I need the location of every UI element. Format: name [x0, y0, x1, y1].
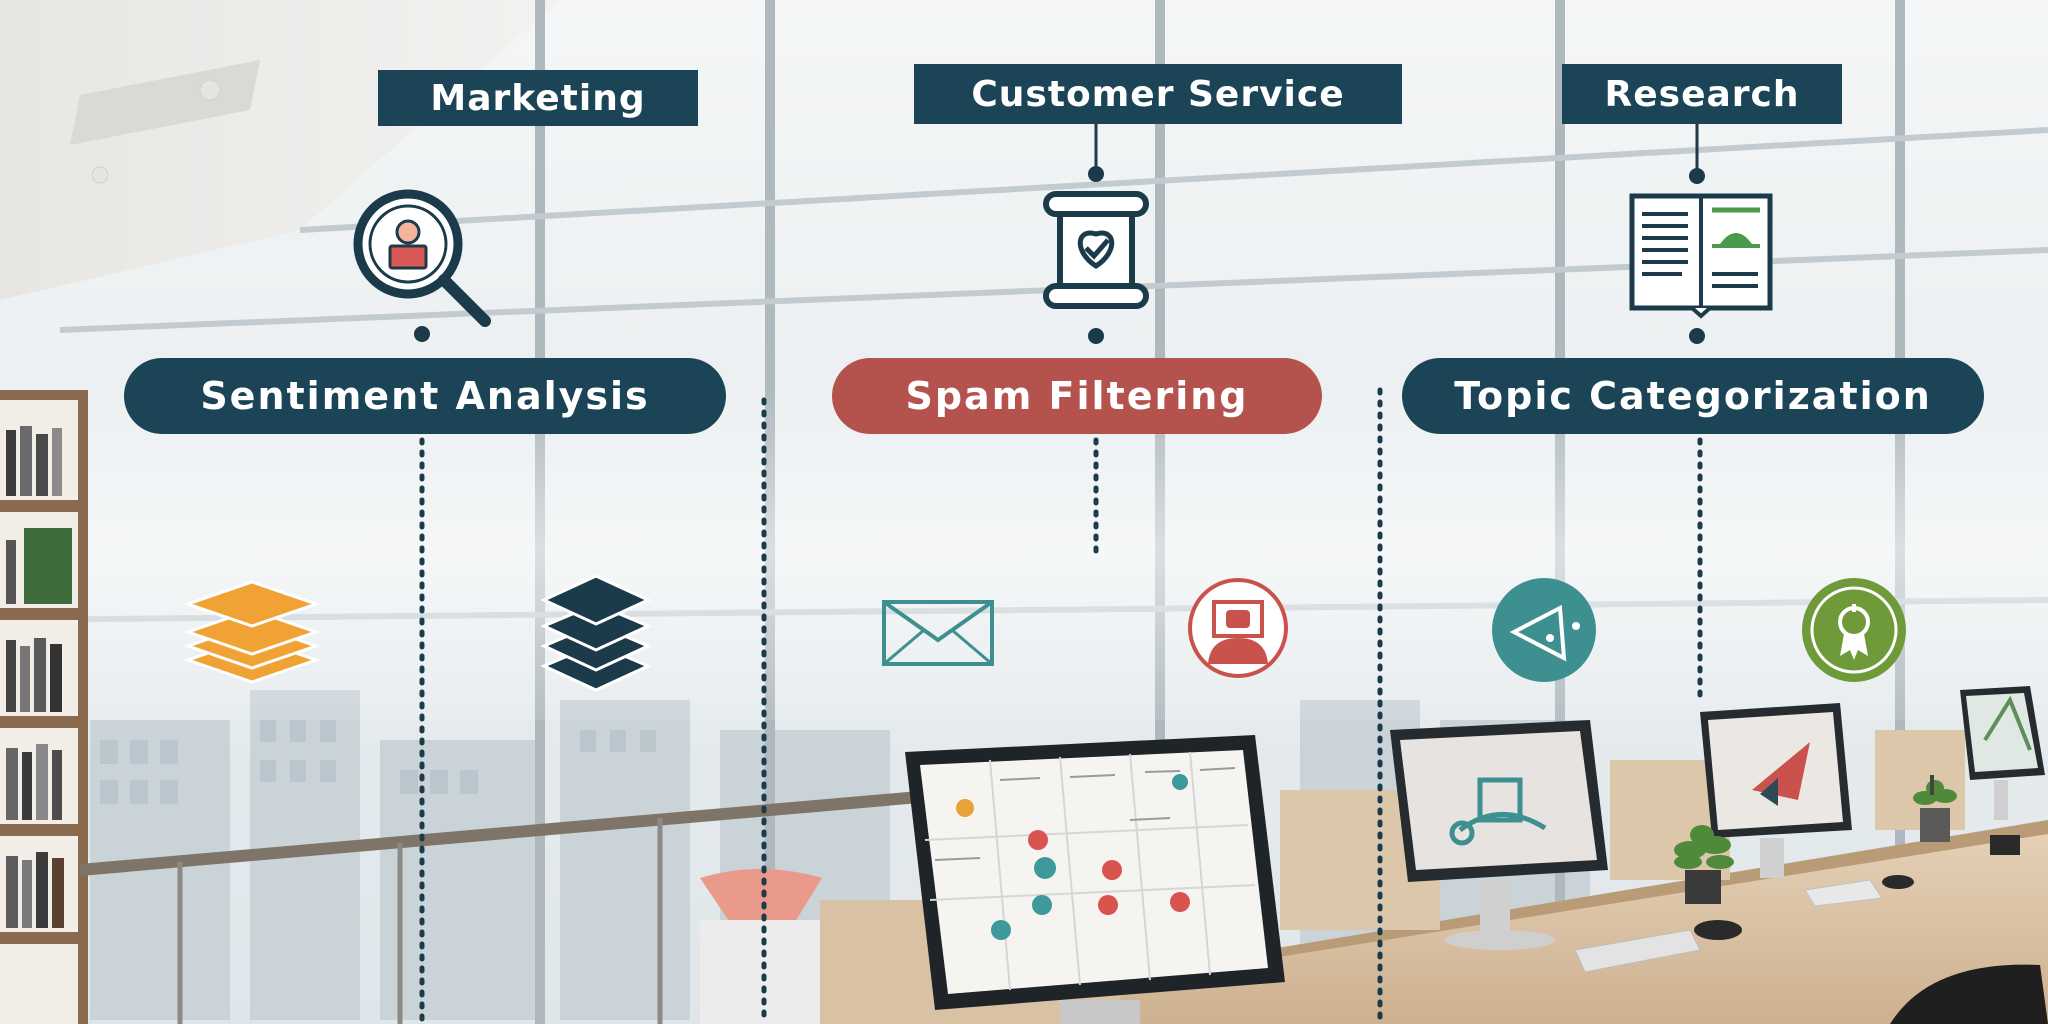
category-label-customer-service: Customer Service [914, 64, 1402, 124]
open-book-document-icon [1629, 193, 1773, 319]
triangle-circle-icon [1492, 578, 1596, 682]
envelope-icon [882, 600, 994, 666]
task-pill-spam-filtering: Spam Filtering [832, 358, 1322, 434]
screen-badge-icon [1188, 578, 1288, 678]
task-pill-sentiment-analysis: Sentiment Analysis [124, 358, 726, 434]
stack-icon-orange [183, 580, 321, 684]
category-label-marketing: Marketing [378, 70, 698, 126]
category-label-research: Research [1562, 64, 1842, 124]
award-badge-icon [1802, 578, 1906, 682]
scroll-check-icon [1043, 191, 1149, 309]
magnifier-person-icon [353, 189, 491, 327]
stack-icon-navy [540, 574, 652, 692]
task-pill-topic-categorization: Topic Categorization [1402, 358, 1984, 434]
